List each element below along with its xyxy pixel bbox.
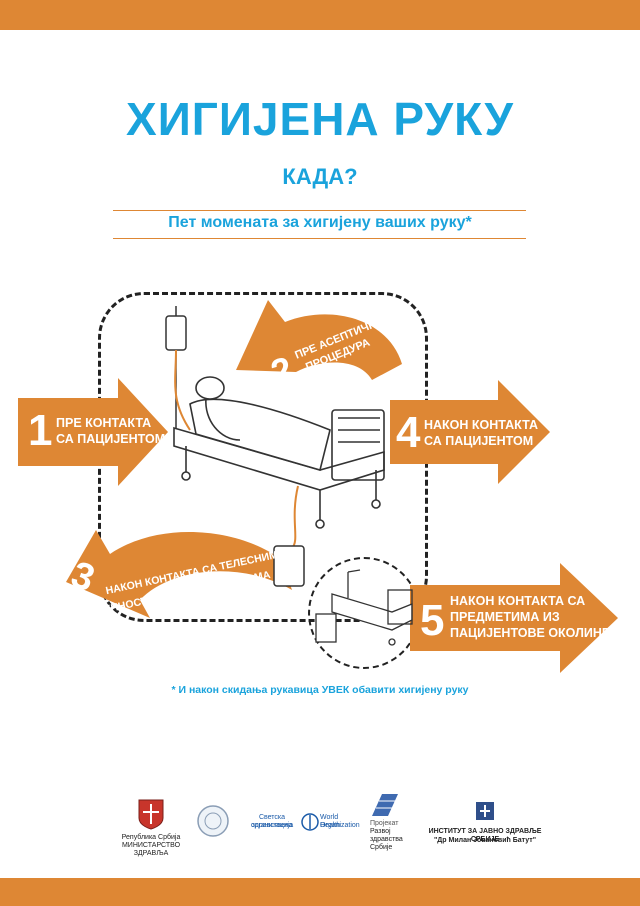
moment-1-label-line1: ПРЕ КОНТАКТА bbox=[56, 416, 152, 430]
hospital-bed-icon bbox=[173, 376, 385, 529]
page-title: ХИГИЈЕНА РУКУ bbox=[126, 93, 514, 145]
bottom-orange-band bbox=[0, 878, 640, 906]
moment-5-label-line1: НАКОН КОНТАКТА СА bbox=[450, 594, 586, 608]
serbia-coat-of-arms-icon bbox=[138, 799, 164, 830]
divider-top bbox=[113, 210, 526, 211]
page-subtitle: Пет момената за хигијену ваших руку* bbox=[168, 214, 472, 231]
arrow-moment-4 bbox=[390, 380, 550, 484]
emblem-icon bbox=[197, 805, 229, 837]
moment-4-label-line1: НАКОН КОНТАКТА bbox=[424, 418, 538, 432]
arrow-moment-2 bbox=[236, 300, 402, 380]
divider-bottom bbox=[113, 238, 526, 239]
moment-4-label-line2: СА ПАЦИЈЕНТОМ bbox=[424, 434, 534, 448]
ministry-logo: Република Србија МИНИСТАРСТВО ЗДРАВЉА bbox=[106, 796, 196, 857]
moment-4-number: 4 bbox=[396, 408, 421, 457]
drainage-bag-icon bbox=[273, 485, 305, 587]
project-logo-icon bbox=[372, 794, 398, 816]
moment-5-label-line2: ПРЕДМЕТИМА ИЗ bbox=[450, 610, 560, 624]
moment-1-number: 1 bbox=[28, 406, 53, 455]
arrow-moment-3 bbox=[66, 530, 292, 618]
patient-surroundings-icon bbox=[315, 569, 413, 646]
institute-logo-icon bbox=[476, 802, 494, 820]
page-question: КАДА? bbox=[282, 164, 358, 189]
project-logo: Пројекат Развој здравства Србије bbox=[368, 790, 418, 856]
arrow-moment-5 bbox=[410, 563, 618, 673]
moment-5-number: 5 bbox=[420, 596, 445, 645]
emblem-logo bbox=[196, 804, 230, 838]
institute-logo: ИНСТИТУТ ЗА ЈАВНО ЗДРАВЉЕ СРБИЈЕ "Др Мил… bbox=[420, 800, 550, 850]
moment-5-label-line3: ПАЦИЈЕНТОВЕ ОКОЛИНЕ bbox=[450, 626, 611, 640]
who-logo: Светска здравствена организација World H… bbox=[244, 812, 360, 842]
moment-1-label-line2: СА ПАЦИЈЕНТОМ bbox=[56, 432, 166, 446]
footnote: * И након скидања рукавица УВЕК обавити … bbox=[171, 684, 469, 696]
top-orange-band bbox=[0, 0, 640, 30]
who-emblem-icon bbox=[301, 813, 319, 831]
arrow-moment-1 bbox=[18, 378, 168, 486]
iv-stand-icon bbox=[165, 306, 191, 440]
